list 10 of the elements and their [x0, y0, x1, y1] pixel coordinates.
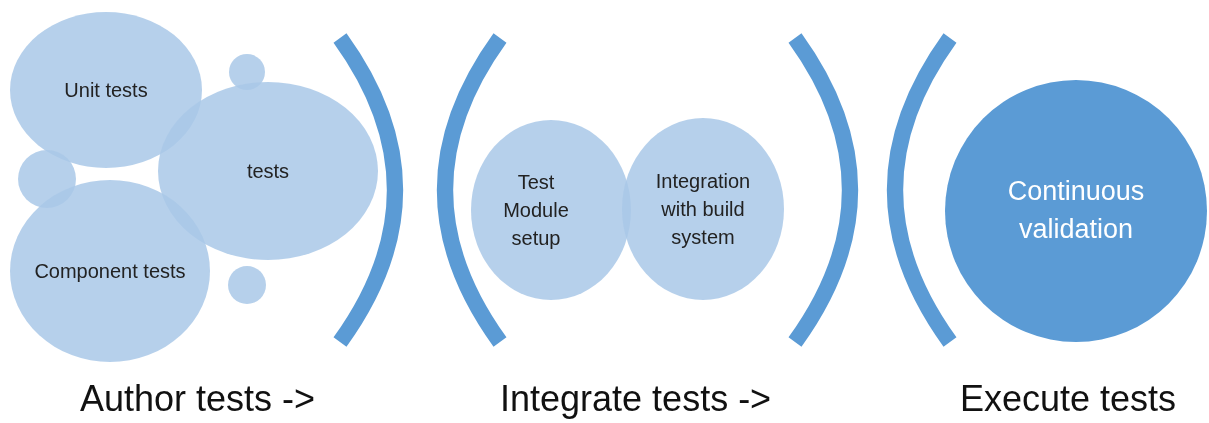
bubble-text: Continuous validation — [1006, 175, 1146, 246]
bubble-text: Component tests — [33, 259, 187, 284]
bubble-text: tests — [245, 159, 291, 184]
bubble-text: Integration with build system — [654, 169, 752, 250]
bubble-text: Unit tests — [63, 78, 149, 103]
bubble-text: Test Module setup — [502, 170, 570, 251]
stage-label: Author tests -> — [80, 378, 316, 420]
stage-label: Integrate tests -> — [500, 378, 772, 420]
small-bubble — [228, 266, 266, 304]
stage-label: Execute tests — [960, 378, 1177, 420]
